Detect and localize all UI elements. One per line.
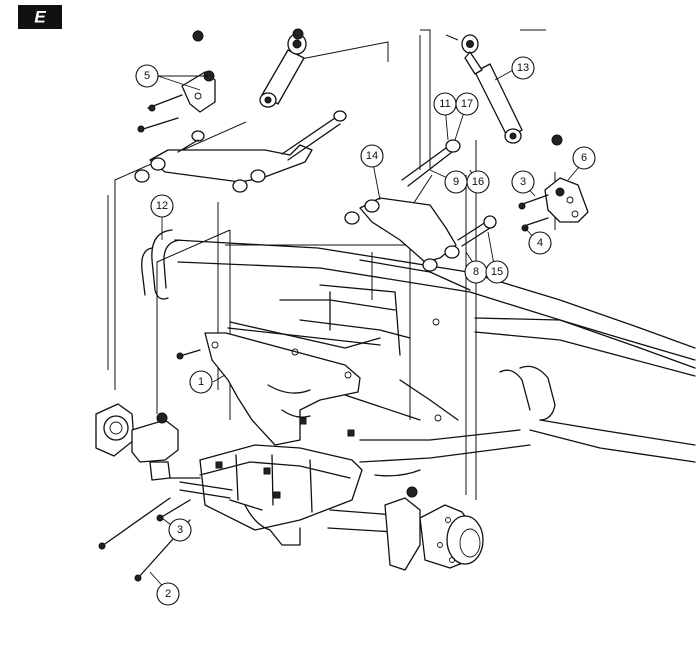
callout-5: 5: [135, 64, 159, 88]
callout-17: 17: [455, 92, 479, 116]
figure-badge: E: [18, 5, 62, 29]
callout-11-label: 11: [439, 98, 450, 110]
figure-letter: E: [34, 8, 46, 27]
callout-5-label: 5: [144, 70, 150, 82]
callout-14: 14: [360, 144, 384, 168]
callout-13-label: 13: [517, 62, 529, 74]
callout-2-label: 2: [165, 588, 171, 600]
callout-12-label: 12: [156, 200, 168, 212]
left-a-arm: [134, 110, 347, 193]
right-upper-bracket: [518, 134, 589, 232]
callout-17-label: 17: [461, 98, 473, 110]
callout-15-label: 15: [491, 266, 503, 278]
callout-6: 6: [572, 146, 596, 170]
callout-8-label: 8: [473, 266, 479, 278]
left-upper-bracket: [137, 70, 216, 133]
right-shock-absorber: [461, 34, 523, 144]
callout-3-right: 3: [511, 170, 535, 194]
callout-2: 2: [156, 582, 180, 606]
right-a-arm: [344, 139, 497, 272]
callout-6-label: 6: [581, 152, 587, 164]
callout-9-label: 9: [453, 176, 459, 188]
callout-16: 16: [466, 170, 490, 194]
left-spindle-assembly: [95, 403, 201, 481]
callout-1: 1: [189, 370, 213, 394]
callout-14-label: 14: [366, 150, 378, 162]
callout-12: 12: [150, 194, 174, 218]
callout-11: 11: [433, 92, 457, 116]
callout-9: 9: [444, 170, 468, 194]
mounting-plate: [204, 321, 381, 446]
callout-4: 4: [528, 231, 552, 255]
callout-8: 8: [464, 260, 488, 284]
callout-15: 15: [485, 260, 509, 284]
right-spindle-assembly: [384, 486, 484, 571]
callout-3-left: 3: [168, 518, 192, 542]
bumper-bar: [141, 229, 181, 300]
left-shock-absorber: [192, 28, 307, 108]
callout-3-right-label: 3: [520, 176, 526, 188]
callout-4-label: 4: [537, 237, 543, 249]
callout-13: 13: [511, 56, 535, 80]
callout-16-label: 16: [472, 176, 484, 188]
lower-bolts: [98, 349, 201, 582]
callout-3-left-label: 3: [177, 524, 183, 536]
callout-1-label: 1: [198, 376, 204, 388]
